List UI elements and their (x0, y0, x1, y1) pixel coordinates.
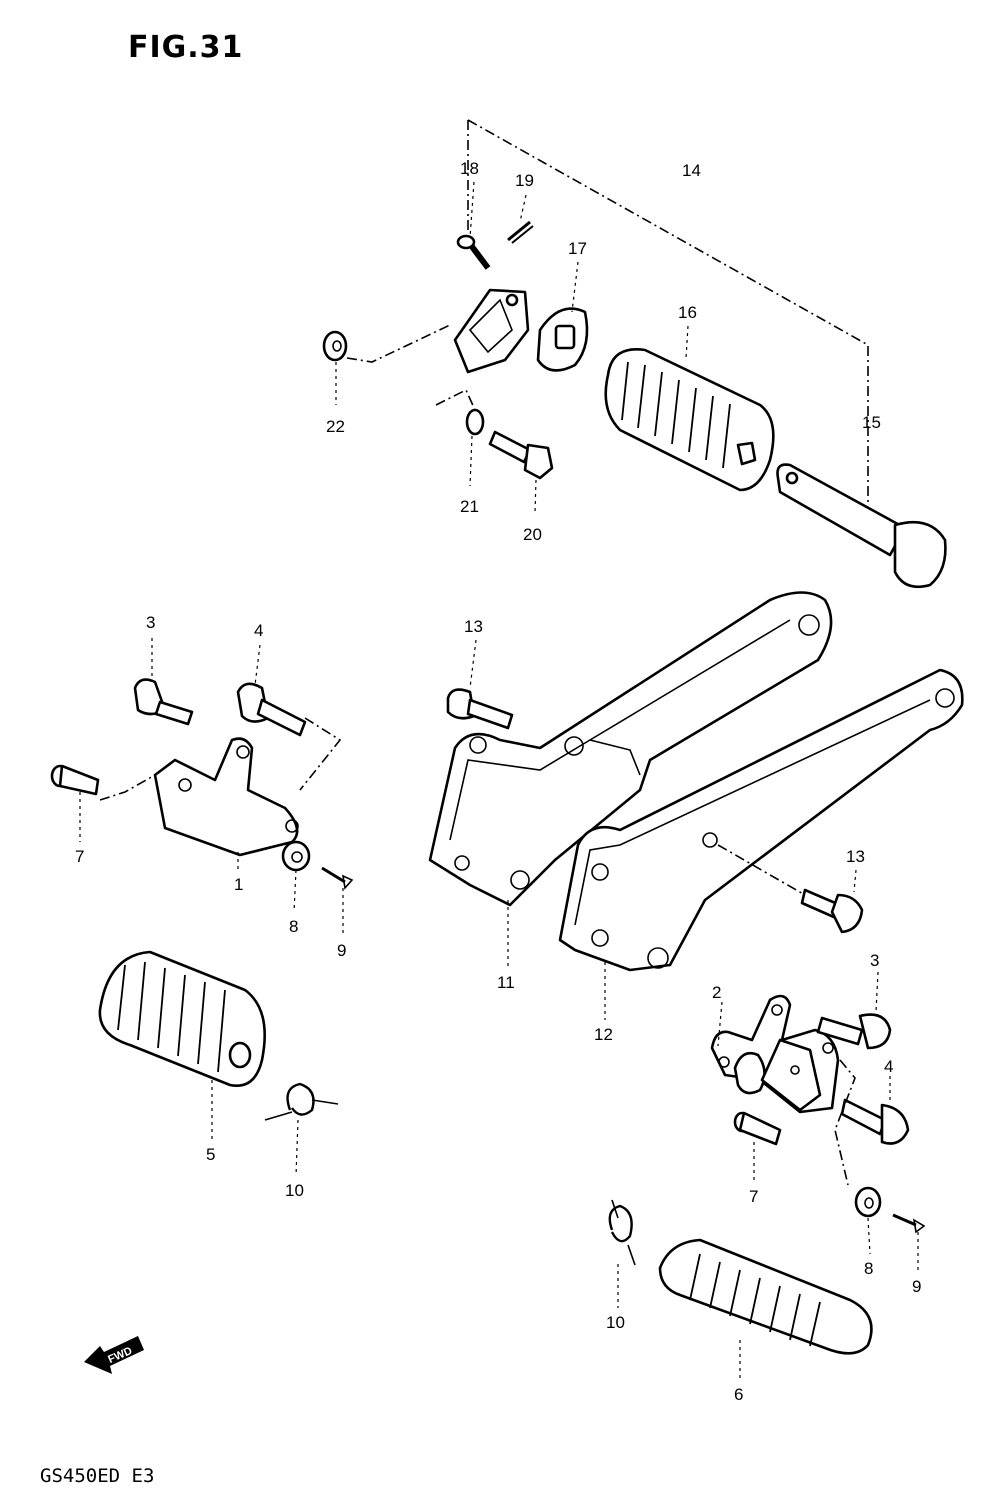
part-16-footpeg-rubber (604, 347, 775, 492)
callout-21: 21 (460, 497, 479, 516)
callout-22: 22 (326, 417, 345, 436)
callout-7-right: 7 (749, 1187, 758, 1206)
assembly-bracket-14 (467, 119, 869, 505)
part-12-rear-bracket (558, 668, 964, 972)
fwd-label: FWD (106, 1345, 134, 1366)
part-5-footpeg-left (98, 950, 266, 1087)
callout-4-left: 4 (254, 621, 263, 640)
part-8-washer-right (854, 1186, 882, 1218)
callout-10-right: 10 (606, 1313, 625, 1332)
part-18-pin (456, 234, 491, 270)
callout-18: 18 (460, 159, 479, 178)
model-code-footer: GS450ED E3 (40, 1465, 155, 1487)
part-3-bolt-left (133, 678, 194, 726)
leader-lines (79, 181, 919, 1380)
part-4-bolt-left (236, 682, 342, 791)
callout-15: 15 (862, 413, 881, 432)
callout-17: 17 (568, 239, 587, 258)
callout-11: 11 (497, 973, 515, 992)
part-21-washer (435, 388, 485, 436)
footpeg-holder-bracket (453, 288, 530, 374)
part-6-footpeg-right (658, 1238, 873, 1355)
callout-14: 14 (682, 161, 701, 180)
part-2-bracket-right (710, 994, 840, 1114)
part-10-spring-right (608, 1199, 636, 1266)
callout-8-right: 8 (864, 1259, 873, 1278)
part-9-cotter-left (321, 866, 354, 890)
part-17-plate (536, 307, 589, 372)
part-1-bracket-left (153, 737, 299, 857)
part-22-washer (322, 324, 451, 363)
part-7-pin-right (733, 1111, 782, 1146)
callout-8-left: 8 (289, 917, 298, 936)
part-10-spring-left (264, 1082, 339, 1121)
callout-12: 12 (594, 1025, 613, 1044)
callout-9-left: 9 (337, 941, 346, 960)
part-20-bolt (488, 430, 554, 480)
callout-1: 1 (234, 875, 243, 894)
callout-13-lower: 13 (846, 847, 865, 866)
callout-13-upper: 13 (464, 617, 483, 636)
part-15-footpeg-shaft (776, 463, 947, 589)
part-7-pin-left (50, 764, 156, 801)
callout-19: 19 (515, 171, 534, 190)
callout-3-right: 3 (870, 951, 879, 970)
callout-4-right: 4 (884, 1057, 893, 1076)
callout-16: 16 (678, 303, 697, 322)
callout-5: 5 (206, 1145, 215, 1164)
callout-6: 6 (734, 1385, 743, 1404)
callout-3-left: 3 (146, 613, 155, 632)
part-19-cotter-pin (507, 220, 534, 244)
part-13-bolt-upper (446, 688, 514, 730)
part-13-bolt-lower (717, 844, 864, 934)
callout-labels: 18 19 14 17 16 22 15 21 20 3 4 13 7 1 13… (75, 159, 921, 1404)
part-3-bolt-right (816, 1013, 892, 1050)
callout-20: 20 (523, 525, 542, 544)
callout-9-right: 9 (912, 1277, 921, 1296)
forward-arrow-icon: FWD (84, 1336, 144, 1374)
part-9-cotter-right (892, 1213, 926, 1234)
callout-10-left: 10 (285, 1181, 304, 1200)
part-4-bolt-right (834, 1059, 910, 1186)
figure-title: FIG.31 (128, 30, 244, 65)
callout-7-left: 7 (75, 847, 84, 866)
part-11-rear-bracket (428, 591, 833, 907)
callout-2: 2 (712, 983, 721, 1002)
part-8-washer-left (281, 840, 311, 872)
